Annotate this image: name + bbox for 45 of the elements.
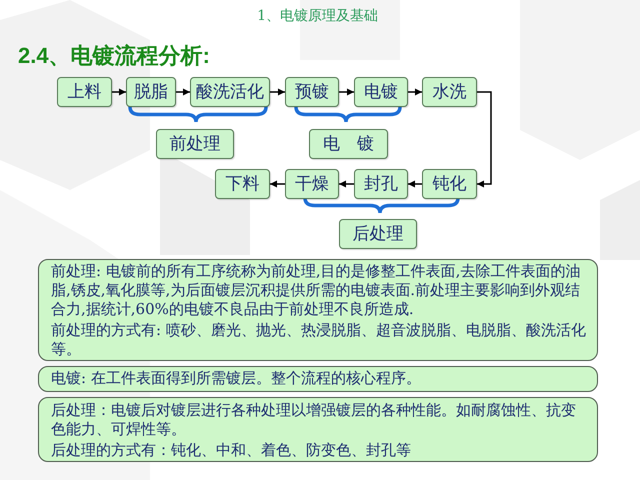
step-label: 电 镀 (323, 134, 374, 154)
process-box (57, 77, 112, 107)
step-label: 脱脂 (134, 82, 168, 102)
arrow (176, 88, 190, 96)
step-label: 电镀 (364, 82, 398, 102)
arrow (408, 180, 422, 188)
step-label: 下料 (226, 174, 260, 194)
slide-title: 2.4、电镀流程分析: (18, 42, 210, 70)
arrow (339, 88, 354, 96)
process-box (285, 169, 339, 199)
process-box (422, 169, 477, 199)
step-label: 预镀 (295, 82, 329, 102)
process-box (126, 77, 176, 107)
note-box (38, 366, 598, 392)
step-label: 封孔 (364, 174, 398, 194)
process-box (215, 169, 270, 199)
note-paragraph: 后处理：电镀后对镀层进行各种处理以增强镀层的各种性能。如耐腐蚀性、抗变色能力、可焊性等。 (51, 401, 577, 439)
arrow (270, 180, 285, 188)
process-box (285, 77, 339, 107)
note-box (38, 397, 598, 462)
note-box (38, 259, 598, 361)
arrow (112, 88, 126, 96)
process-box (309, 129, 388, 159)
step-label: 后处理 (352, 224, 404, 244)
section-header: 1、电镀原理及基础 (257, 7, 378, 25)
process-box (354, 169, 408, 199)
step-label: 前处理 (170, 134, 220, 154)
process-box (339, 219, 417, 249)
note-paragraph: 后处理的方式有：钝化、中和、着色、防变色、封孔等 (51, 441, 412, 460)
note-paragraph: 前处理的方式有: 喷砂、磨光、抛光、热浸脱脂、超音波脱脂、电脱脂、酸洗活化等。 (51, 321, 587, 359)
note-paragraph: 电镀: 在工件表面得到所需镀层。整个流程的核心程序。 (51, 369, 422, 388)
note-paragraph: 前处理: 电镀前的所有工序统称为前处理,目的是修整工件表面,去除工件表面的油脂,锈皮,氧化膜等,为后面镀层沉积提供所需的电镀表面.前处理主要影响到外观结合力,据统计,60%的电镀不良品由于前处理不良所造成. (51, 262, 582, 319)
arrow (270, 88, 285, 96)
step-label: 干燥 (295, 174, 329, 194)
step-label: 上料 (68, 82, 102, 102)
process-box (190, 77, 270, 107)
process-box (422, 77, 477, 107)
step-label: 水洗 (432, 82, 466, 102)
step-label: 酸洗活化 (196, 82, 264, 102)
process-box (156, 129, 234, 159)
arrow (339, 180, 354, 188)
step-label: 钝化 (432, 174, 466, 194)
process-box (354, 77, 408, 107)
arrow (408, 88, 422, 96)
arrow (477, 91, 492, 188)
